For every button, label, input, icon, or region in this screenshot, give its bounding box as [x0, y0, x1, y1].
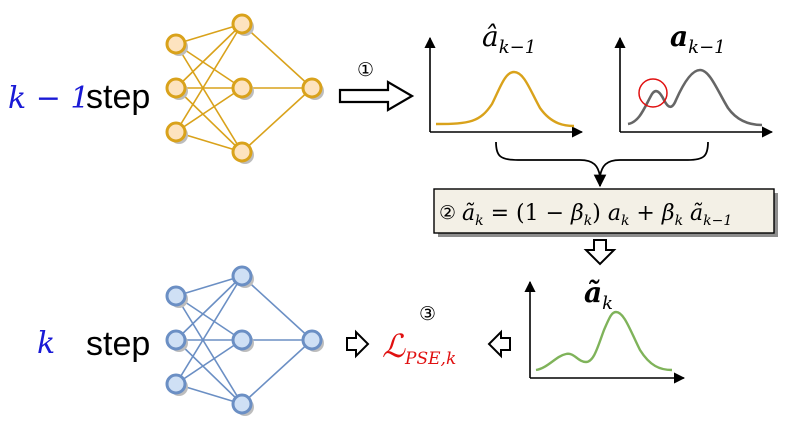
network-node	[231, 77, 253, 99]
plot-a-tilde: ãk	[524, 276, 686, 384]
bottom-neural-network-icon	[165, 265, 324, 416]
arrow-right-small-icon	[346, 329, 370, 359]
network-node	[231, 393, 253, 415]
network-node	[165, 329, 187, 351]
a-hat-curve	[435, 70, 575, 128]
bottom-var-label: k	[37, 326, 55, 361]
network-node	[165, 121, 187, 143]
spurious-peak-highlight	[638, 78, 668, 108]
a-tilde-label: ãk	[584, 276, 613, 314]
network-node	[165, 33, 187, 55]
marker-three: ③	[419, 303, 436, 325]
update-equation-box: ② ãk = (1 − βk) ak + βk ãk−1	[433, 188, 778, 237]
network-node	[165, 77, 187, 99]
plot-a-hat: âk−1	[424, 20, 584, 138]
top-step-label: step	[86, 78, 150, 116]
network-node	[165, 373, 187, 395]
arrow-left-icon	[487, 329, 511, 359]
network-node	[231, 329, 253, 351]
network-node	[231, 141, 253, 163]
a-curve	[627, 68, 763, 127]
top-neural-network-icon	[165, 13, 324, 164]
network-node	[301, 329, 323, 351]
marker-one: ①	[357, 59, 374, 81]
plot-a: ak−1	[614, 20, 774, 138]
brace-icon	[495, 141, 709, 177]
bottom-step-label: step	[86, 325, 150, 363]
a-tilde-curve	[535, 310, 673, 372]
network-node	[231, 265, 253, 287]
network-node	[231, 13, 253, 35]
network-node	[165, 285, 187, 307]
update-equation: ãk = (1 − βk) ak + βk ãk−1	[462, 201, 732, 229]
network-node	[301, 77, 323, 99]
a-hat-label: âk−1	[482, 20, 536, 58]
marker-two: ②	[439, 202, 456, 224]
arrow-right-icon	[338, 80, 415, 112]
a-label: ak−1	[670, 20, 726, 58]
top-var-label: k − 1	[8, 81, 89, 116]
loss-symbol: ℒPSE,k	[382, 327, 456, 369]
arrow-down-icon	[583, 239, 617, 266]
